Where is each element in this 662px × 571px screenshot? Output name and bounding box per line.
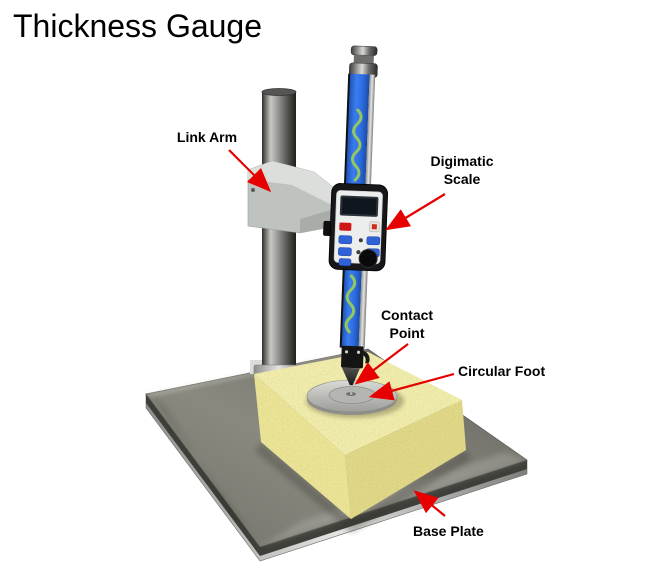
circular-foot-arrow (368, 372, 455, 401)
scale-pattern-lower (344, 274, 357, 334)
page-title: Thickness Gauge (13, 8, 263, 44)
device-thumb-hole (358, 249, 378, 269)
blue-button-3 (338, 258, 352, 267)
tip-clamp (341, 345, 364, 369)
red-button (339, 222, 352, 231)
device-dot-1 (358, 238, 363, 243)
scale-top-knob (348, 45, 378, 78)
base-plate-arrow (413, 490, 446, 517)
device-dot-2 (356, 250, 361, 255)
plate-left-shade (150, 396, 250, 530)
circular-foot-label: Circular Foot (458, 363, 546, 379)
on-button-mark (371, 224, 377, 230)
base-plate-label: Base Plate (413, 523, 484, 539)
clamp-lever (360, 350, 370, 364)
lcd-display (341, 197, 377, 215)
blue-button-2 (338, 247, 352, 257)
clamp-screw-2 (356, 350, 361, 354)
link-arm-arrow (228, 149, 272, 193)
scale-lower-beam (339, 267, 368, 349)
scale-assembly (323, 45, 389, 396)
foam-shadow (255, 442, 471, 533)
link-arm-label: Link Arm (176, 129, 238, 145)
device-side-tab (323, 220, 332, 237)
link-arm-screw (251, 188, 255, 192)
base-plate-edge (146, 394, 527, 556)
contact-point-arrow (354, 343, 409, 385)
scale-pattern-upper (350, 108, 363, 182)
link-arm-top-face (248, 161, 352, 208)
support-pole (250, 88, 305, 378)
clamp-screw-1 (344, 350, 349, 354)
contact-point-label: Contact Point (380, 307, 434, 341)
digimatic-scale-arrow (385, 193, 446, 231)
contact-needle (349, 381, 353, 396)
blue-button-4 (366, 236, 381, 246)
blue-button-1 (338, 235, 353, 245)
scale-upper-beam (343, 73, 376, 187)
digimatic-scale-unit (323, 183, 389, 272)
digimatic-scale-label: Digimatic Scale (430, 153, 494, 187)
callout-arrows (228, 149, 455, 517)
pole-top-cap (261, 88, 297, 96)
pole-shaft (262, 92, 296, 376)
